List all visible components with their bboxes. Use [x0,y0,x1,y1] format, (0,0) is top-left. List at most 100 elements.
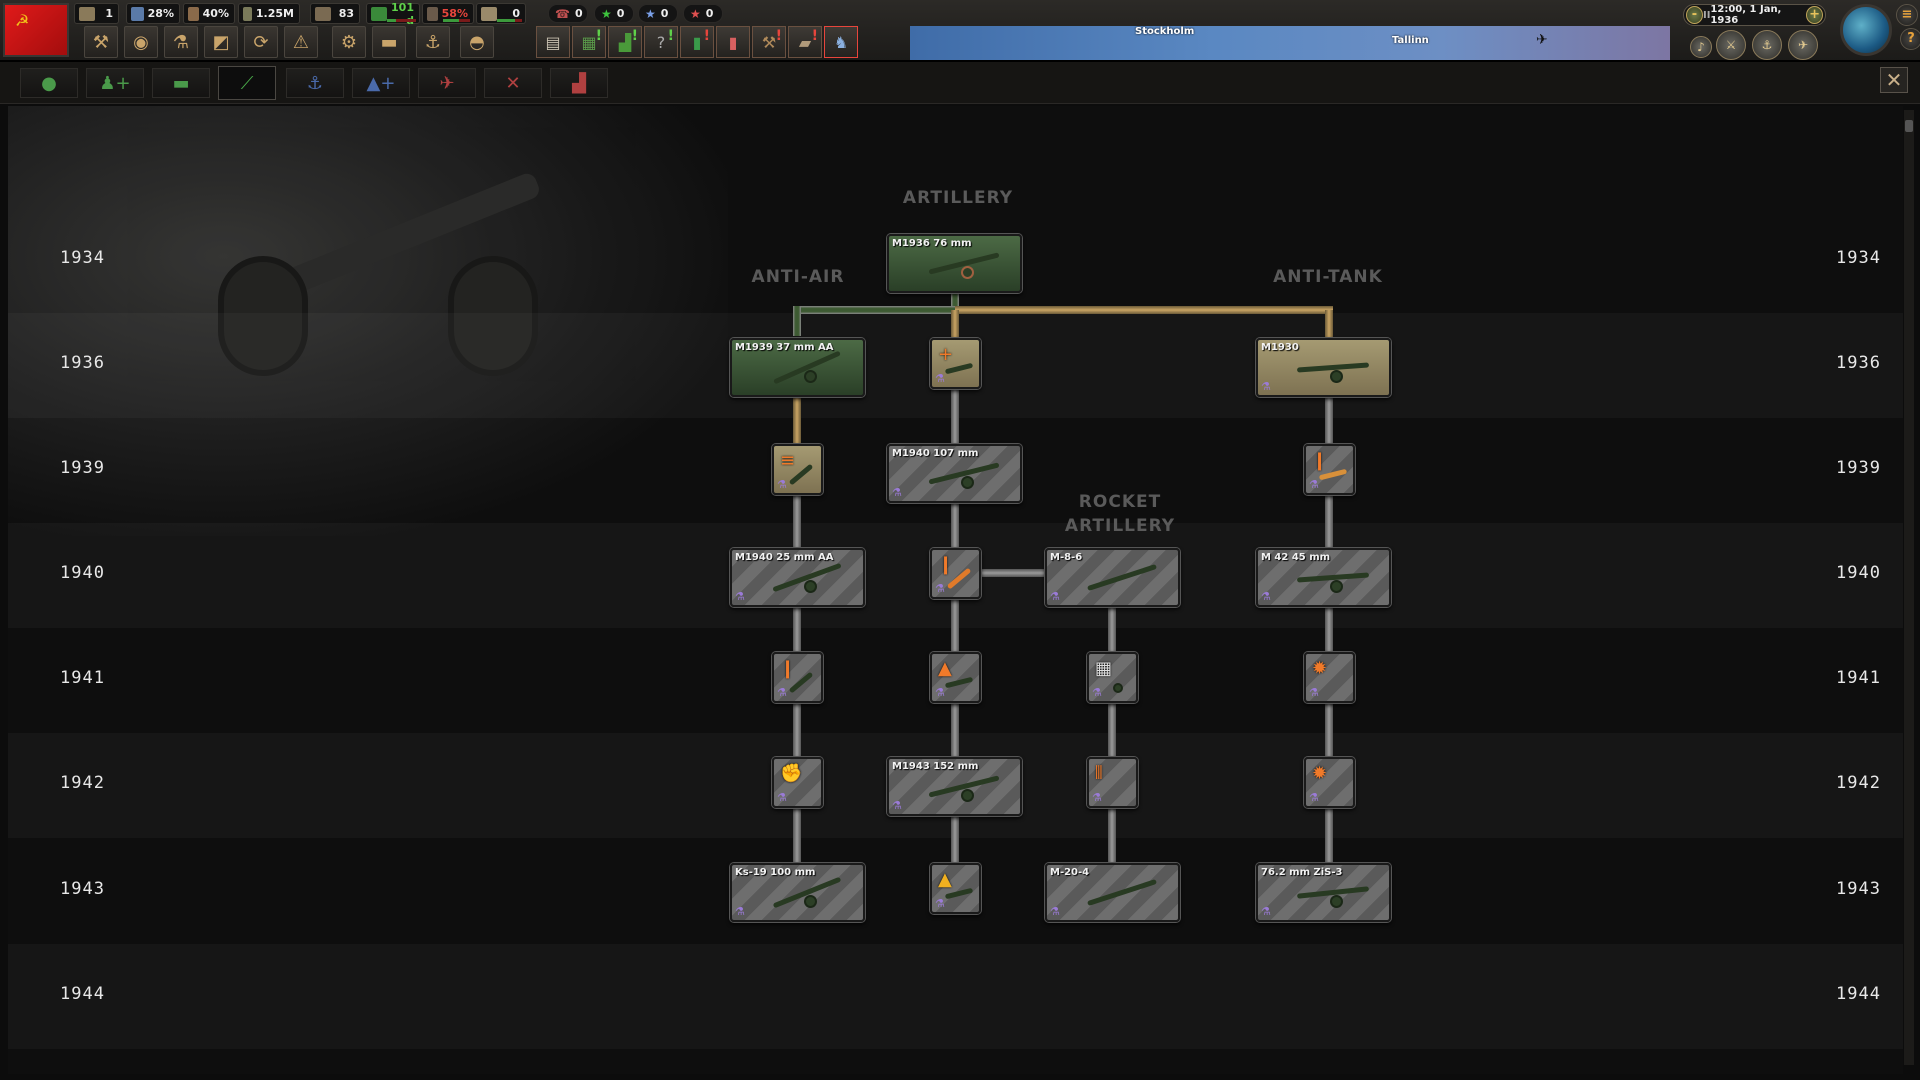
penetration-icon: ✹ [1312,763,1328,784]
tech-node-artillery-upgrade-1[interactable]: +⚗ [930,338,981,389]
tab-air[interactable]: ✈ [418,68,476,98]
tech-node-aa-upgrade-2[interactable]: ❙⚗ [772,652,823,703]
diplomacy-requests[interactable]: ☎0 [548,4,588,23]
production-icon: ◩ [212,31,230,53]
eye-icon: ◉ [133,31,149,53]
tech-node-artillery-upgrade-2[interactable]: ❙⚗ [930,548,981,599]
navy-combat-icon: ⚓ [1761,38,1773,52]
tech-node-m1939-37mm-aa[interactable]: M1939 37 mm AA [730,338,865,397]
flask-icon: ⚗ [777,791,787,804]
trade-button[interactable]: ⟳ [244,26,278,58]
tech-node-artillery-upgrade-3[interactable]: ▲⚗ [930,652,981,703]
tab-air-doctrine[interactable]: ✕ [484,68,542,98]
tech-node-m42-45mm[interactable]: M 42 45 mm⚗ [1256,548,1391,607]
convoys[interactable]: 0 [476,3,526,24]
tech-node-zis-3-76mm[interactable]: 76.2 mm ZiS-3⚗ [1256,863,1391,922]
equipment-alert-icon: ▮ [692,32,702,52]
army-button[interactable]: ▬ [372,26,406,58]
faction-red[interactable]: ★0 [683,4,723,23]
tech-node-m-8-6[interactable]: M-8-6⚗ [1045,548,1180,607]
map-strip[interactable]: Stockholm Tallinn ✈ [910,26,1670,60]
flask-icon: ⚗ [1050,590,1060,603]
political-power[interactable]: 1 [74,3,119,24]
menu-button[interactable]: ≡ [1896,4,1918,26]
stability[interactable]: 28% [126,3,180,24]
tech-node-rocket-upgrade-1[interactable]: ▦⚗ [1087,652,1138,703]
tech-node-aa-upgrade-1[interactable]: ≡⚗ [772,444,823,495]
ship-plus-icon: ▲+ [366,72,396,94]
supply[interactable]: 58% [422,3,474,24]
gavel-icon: ⚒ [92,31,110,53]
air-combat-button[interactable]: ✈ [1788,30,1818,60]
flask-icon: ⚗ [777,478,787,491]
pause-button[interactable]: II [1702,9,1711,21]
alert-law[interactable]: ⚒! [752,26,786,58]
music-note-icon: ♪ [1697,40,1705,54]
tech-node-m1940-25mm-aa[interactable]: M1940 25 mm AA⚗ [730,548,865,607]
tab-support[interactable]: ♟+ [86,68,144,98]
alert-shortage[interactable]: ▮ [716,26,750,58]
tech-node-m1940-107mm[interactable]: M1940 107 mm⚗ [887,444,1022,503]
alert-help[interactable]: ?! [644,26,678,58]
tab-naval-support[interactable]: ▲+ [352,68,410,98]
alert-map-flask[interactable]: ▤ [536,26,570,58]
tab-naval[interactable]: ⚓ [286,68,344,98]
tech-node-m1943-152mm[interactable]: M1943 152 mm⚗ [887,757,1022,816]
alert-research[interactable]: ▦! [572,26,606,58]
war-support[interactable]: 40% [183,3,235,24]
help-button[interactable]: ? [1900,28,1920,50]
factories[interactable]: 83 [310,3,360,24]
tech-node-at-upgrade-3[interactable]: ✹⚗ [1304,757,1355,808]
manpower[interactable]: 1.25M [238,3,300,24]
tech-node-at-upgrade-2[interactable]: ✹⚗ [1304,652,1355,703]
speed-down-button[interactable]: - [1686,6,1703,24]
country-flag[interactable]: ☭ [3,3,69,57]
music-button[interactable]: ♪ [1690,36,1712,58]
alert-equipment[interactable]: ▮! [680,26,714,58]
vertical-scrollbar[interactable] [1904,110,1914,1065]
decisions-button[interactable]: ⚒ [84,26,118,58]
intelligence-button[interactable]: ◉ [124,26,158,58]
speed-up-button[interactable]: + [1806,6,1824,24]
tech-node-m1936-76mm[interactable]: M1936 76 mm [887,234,1022,293]
fuel[interactable]: 101 d [366,1,420,27]
construction-button[interactable]: ⚠ [284,26,318,58]
logistics-button[interactable]: ⚙ [332,26,366,58]
alert-supply[interactable]: ▰! [788,26,822,58]
green-star-icon: ★ [601,6,612,21]
tech-node-artillery-upgrade-4[interactable]: ▲⚗ [930,863,981,914]
tab-artillery[interactable]: ⟋ [218,66,276,100]
faction-green[interactable]: ★0 [594,4,634,23]
army-combat-button[interactable]: ⚔ [1716,30,1746,60]
production-button[interactable]: ◩ [204,26,238,58]
crew-icon: ▲ [938,658,952,679]
navy-combat-button[interactable]: ⚓ [1752,30,1782,60]
connector [951,290,959,312]
scales-icon [131,6,144,21]
world-globe[interactable] [1840,4,1892,56]
tech-node-ks-19-100mm[interactable]: Ks-19 100 mm⚗ [730,863,865,922]
alert-leader[interactable]: ♞ [824,26,858,58]
tech-node-m-20-4[interactable]: M-20-4⚗ [1045,863,1180,922]
tech-node-aa-upgrade-3[interactable]: ✊⚗ [772,757,823,808]
tab-armor[interactable]: ▬ [152,68,210,98]
alert-factory[interactable]: ▟! [608,26,642,58]
flask-icon: ⚗ [935,897,945,910]
close-button[interactable]: ✕ [1880,67,1908,93]
faction-blue[interactable]: ★0 [638,4,678,23]
tab-industry[interactable]: ▟ [550,68,608,98]
tech-node-at-upgrade-1[interactable]: ❙⚗ [1304,444,1355,495]
tech-node-rocket-upgrade-2[interactable]: ⫴⚗ [1087,757,1138,808]
research-button[interactable]: ⚗ [164,26,198,58]
tab-infantry[interactable]: ● [20,68,78,98]
air-combat-icon: ✈ [1797,38,1809,52]
air-button[interactable]: ◓ [460,26,494,58]
navy-button[interactable]: ⚓ [416,26,450,58]
scrollbar-thumb[interactable] [1905,120,1913,132]
flask-icon: ⚗ [892,799,902,812]
city-label: Stockholm [1135,26,1195,37]
tech-node-m1930[interactable]: M1930⚗ [1256,338,1391,397]
